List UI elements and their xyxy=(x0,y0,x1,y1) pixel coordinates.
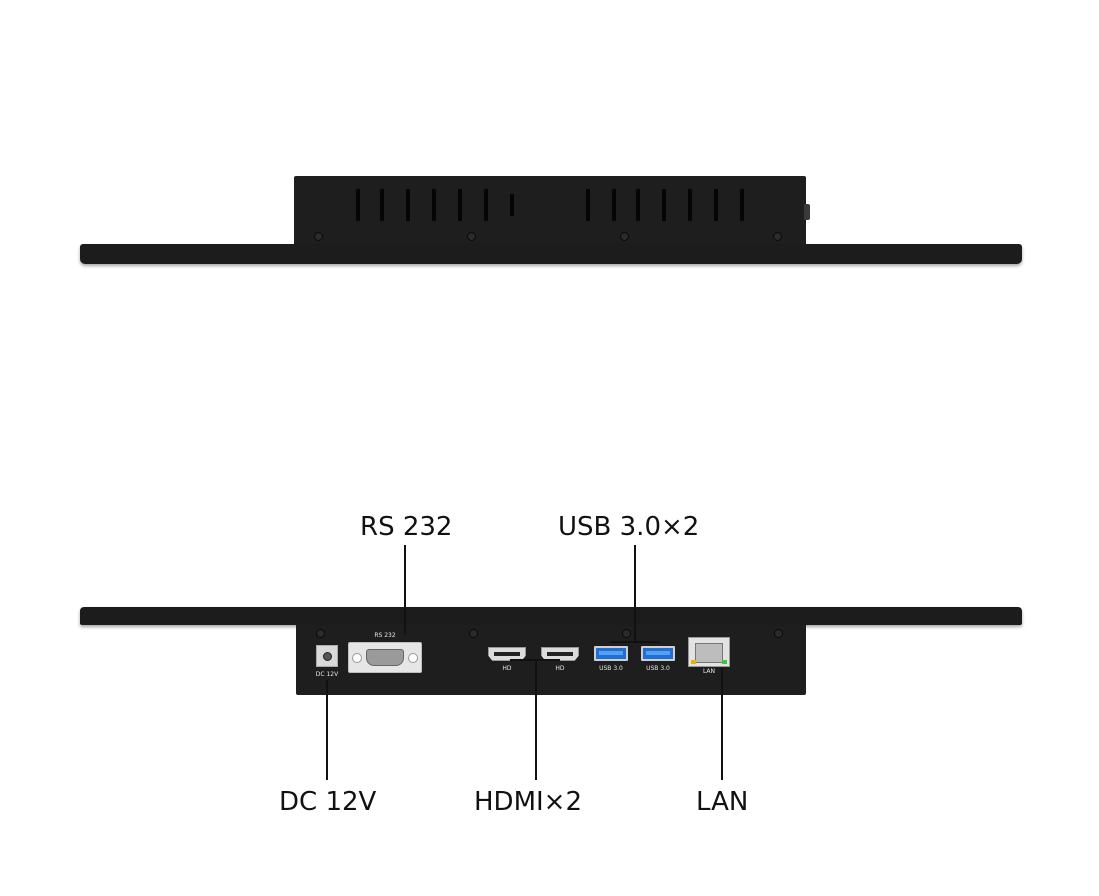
lan-port-label: LAN xyxy=(702,668,716,675)
hdmi-port xyxy=(541,647,579,661)
screw xyxy=(316,629,325,638)
vent-slot xyxy=(740,189,744,221)
rs232-callout-label: RS 232 xyxy=(360,512,453,542)
top-view-panel xyxy=(80,244,1022,264)
dc-port-label: DC 12V xyxy=(315,671,339,678)
vent-slot xyxy=(380,189,384,221)
usb-port-label: USB 3.0 xyxy=(646,665,670,672)
usb-callout-label: USB 3.0×2 xyxy=(558,512,700,542)
lan-callout-line xyxy=(721,668,723,780)
dc-callout-line xyxy=(326,680,328,780)
screw xyxy=(620,232,629,241)
hdmi-port-label: HD xyxy=(555,665,565,672)
lan-port xyxy=(688,637,730,667)
screw xyxy=(467,232,476,241)
usb-port-label: USB 3.0 xyxy=(599,665,623,672)
side-button xyxy=(804,204,810,220)
hdmi-callout-bracket xyxy=(510,659,560,661)
top-view-chassis xyxy=(294,176,810,244)
vent-slot xyxy=(714,189,718,221)
lan-callout-label: LAN xyxy=(696,787,749,817)
hdmi-callout-line xyxy=(535,660,537,780)
vent-slot xyxy=(484,189,488,221)
vent-slot xyxy=(662,189,666,221)
screw xyxy=(622,629,631,638)
vent-slot xyxy=(406,189,410,221)
vent-slot xyxy=(612,189,616,221)
hdmi-port xyxy=(488,647,526,661)
screw xyxy=(773,232,782,241)
vent-slot xyxy=(432,189,436,221)
bottom-view-chassis: DC 12V RS 232 HD HD USB 3.0 USB 3.0 LAN xyxy=(296,625,806,695)
screw xyxy=(469,629,478,638)
bottom-view-panel xyxy=(80,607,1022,625)
vent-slot xyxy=(636,189,640,221)
usb-port xyxy=(641,646,675,661)
rs232-callout-line xyxy=(404,545,406,635)
hdmi-callout-label: HDMI×2 xyxy=(474,787,582,817)
vent-slot xyxy=(510,194,514,216)
hdmi-port-label: HD xyxy=(502,665,512,672)
rs232-port xyxy=(348,642,422,673)
vent-slot xyxy=(356,189,360,221)
vent-slot xyxy=(688,189,692,221)
rs232-port-label: RS 232 xyxy=(374,632,396,639)
vent-slot xyxy=(586,189,590,221)
usb-port xyxy=(594,646,628,661)
dc-power-port xyxy=(316,645,338,667)
usb-callout-line xyxy=(634,545,636,642)
usb-callout-bracket xyxy=(610,641,660,643)
screw xyxy=(774,629,783,638)
vent-slot xyxy=(458,189,462,221)
dc-callout-label: DC 12V xyxy=(279,787,377,817)
screw xyxy=(314,232,323,241)
